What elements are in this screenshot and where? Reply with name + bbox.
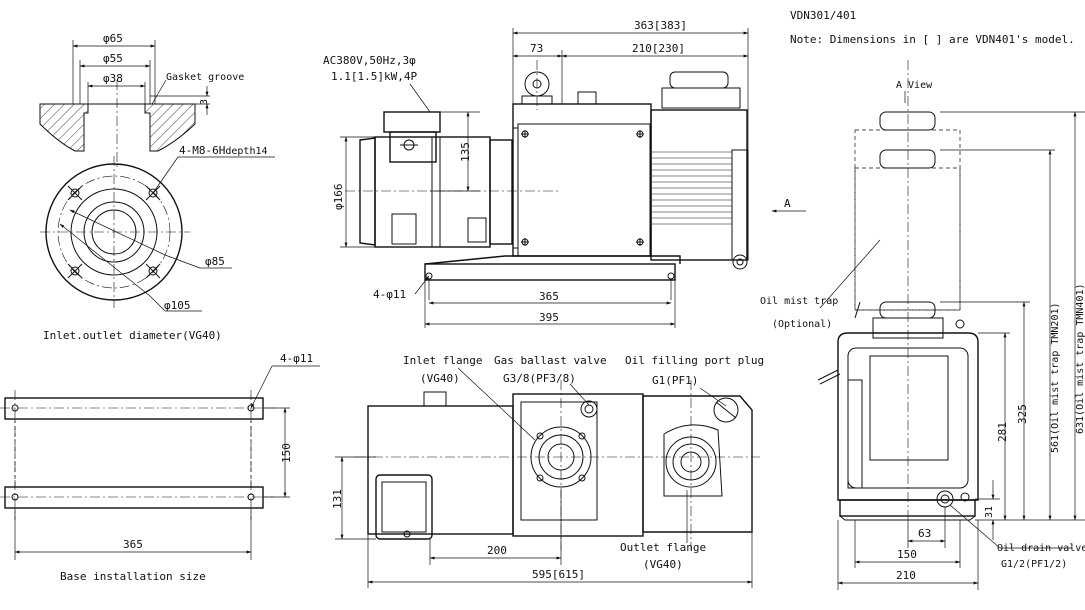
side-view: A View Oil mist trap (Optional) — [760, 60, 1085, 590]
base-dim-150: 150 — [280, 443, 293, 463]
cooling-fins — [652, 151, 732, 225]
top-dim-131: 131 — [331, 489, 344, 509]
front-dim-135: 135 — [459, 142, 472, 162]
oil-drain-label: Oil drain valve — [997, 543, 1085, 554]
top-motor — [367, 405, 514, 535]
gasket-groove-label: Gasket groove — [166, 72, 244, 83]
flange-detail: φ65 φ55 φ38 Gasket groove 3 4-M8-6Hdepth… — [39, 32, 275, 342]
dim-phi55: φ55 — [103, 52, 123, 65]
gas-ballast-label: Gas ballast valve — [494, 354, 607, 367]
top-dim-595: 595[615] — [532, 568, 585, 581]
base-hole — [247, 493, 255, 501]
outlet-flange-label: Outlet flange — [620, 541, 706, 554]
gas-ballast-spec: G3/8(PF3/8) — [503, 372, 576, 385]
power-spec-1: AC380V,50Hz,3φ — [323, 54, 416, 67]
oil-mist-optional: (Optional) — [772, 319, 832, 330]
front-dim-363: 363[383] — [634, 19, 687, 32]
front-dim-phi166: φ166 — [332, 184, 345, 211]
bolt-hole — [70, 266, 80, 276]
base-holes-label: 4-φ11 — [280, 352, 313, 365]
power-spec-2: 1.1[1.5]kW,4P — [331, 70, 417, 83]
oil-fill-label: Oil filling port plug — [625, 354, 764, 367]
side-dim-63: 63 — [918, 527, 931, 540]
side-dim-561: 561(Oil mist trap TMN201) — [1050, 302, 1061, 453]
dim-depth-3: 3 — [199, 99, 210, 105]
view-a-arrow-label: A — [784, 197, 791, 210]
base-hole — [11, 493, 19, 501]
motor-body — [359, 137, 376, 246]
side-dim-281: 281 — [996, 422, 1009, 442]
oil-fill-spec: G1(PF1) — [652, 374, 698, 387]
oil-mist-trap-label: Oil mist trap — [760, 296, 838, 307]
base-hole — [11, 404, 19, 412]
front-holes-label: 4-φ11 — [373, 288, 406, 301]
side-dim-31: 31 — [984, 506, 995, 518]
side-dim-631: 631(Oil mist trap TMN401) — [1075, 283, 1085, 434]
top-dim-200: 200 — [487, 544, 507, 557]
front-dim-210: 210[230] — [632, 42, 685, 55]
bolt-hole — [148, 188, 158, 198]
oil-drain-spec: G1/2(PF1/2) — [1001, 559, 1067, 570]
flange-section-right — [144, 103, 196, 152]
front-dim-73: 73 — [530, 42, 543, 55]
flange-caption: Inlet.outlet diameter(VG40) — [43, 329, 222, 342]
model-label: VDN301/401 — [790, 9, 856, 22]
base-dim-365: 365 — [123, 538, 143, 551]
bolt-hole — [148, 266, 158, 276]
outlet-flange-spec: (VG40) — [643, 558, 683, 571]
base-detail: 4-φ11 150 365 Base installation size — [0, 352, 320, 583]
flange-section-left — [39, 103, 89, 152]
dim-phi38: φ38 — [103, 72, 123, 85]
front-view: AC380V,50Hz,3φ 1.1[1.5]kW,4P — [323, 19, 806, 328]
side-dim-150: 150 — [897, 548, 917, 561]
base-caption: Base installation size — [60, 570, 206, 583]
dimension-note: Note: Dimensions in [ ] are VDN401's mod… — [790, 33, 1075, 46]
dim-phi85: φ85 — [205, 255, 225, 268]
dim-phi65: φ65 — [103, 32, 123, 45]
base-plate — [424, 263, 676, 281]
side-dim-210: 210 — [896, 569, 916, 582]
side-pump-casing — [837, 332, 979, 501]
header-notes: VDN301/401 Note: Dimensions in [ ] are V… — [790, 9, 1075, 46]
bolt-thread-label: 4-M8-6Hdepth14 — [179, 144, 268, 157]
front-dim-365: 365 — [539, 290, 559, 303]
pump-body — [512, 103, 652, 257]
dim-phi105: φ105 — [164, 299, 191, 312]
inlet-flange-spec: (VG40) — [420, 372, 460, 385]
a-view-title: A View — [896, 80, 933, 91]
front-dim-395: 395 — [539, 311, 559, 324]
top-view: Inlet flange (VG40) Gas ballast valve G3… — [331, 354, 764, 588]
inlet-flange-label: Inlet flange — [403, 354, 482, 367]
bolt-hole — [70, 188, 80, 198]
side-dim-325: 325 — [1016, 404, 1029, 424]
